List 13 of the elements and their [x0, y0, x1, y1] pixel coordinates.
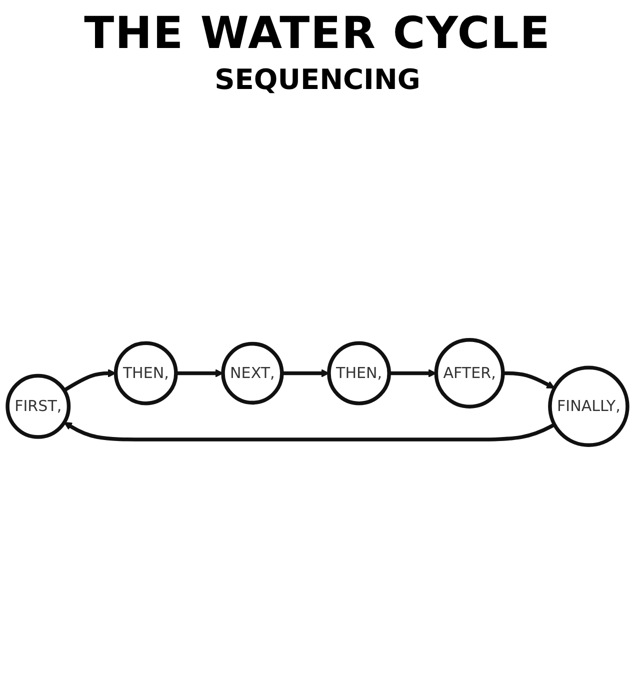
node-circle: NEXT,: [221, 342, 284, 405]
node-circle: AFTER,: [434, 338, 505, 408]
arrow: [282, 369, 330, 378]
node-circle: FINALLY,: [548, 366, 630, 448]
title: THE WATER CYCLE: [84, 8, 551, 59]
arrow: [502, 371, 555, 389]
arrow: [389, 369, 437, 378]
node-circle: THEN,: [327, 341, 391, 406]
node-circle: THEN,: [114, 341, 178, 406]
arrow: [64, 422, 556, 442]
arrow: [176, 369, 224, 378]
node-circle: FIRST,: [6, 374, 71, 439]
center-label: SEQUENCING: [214, 63, 420, 96]
